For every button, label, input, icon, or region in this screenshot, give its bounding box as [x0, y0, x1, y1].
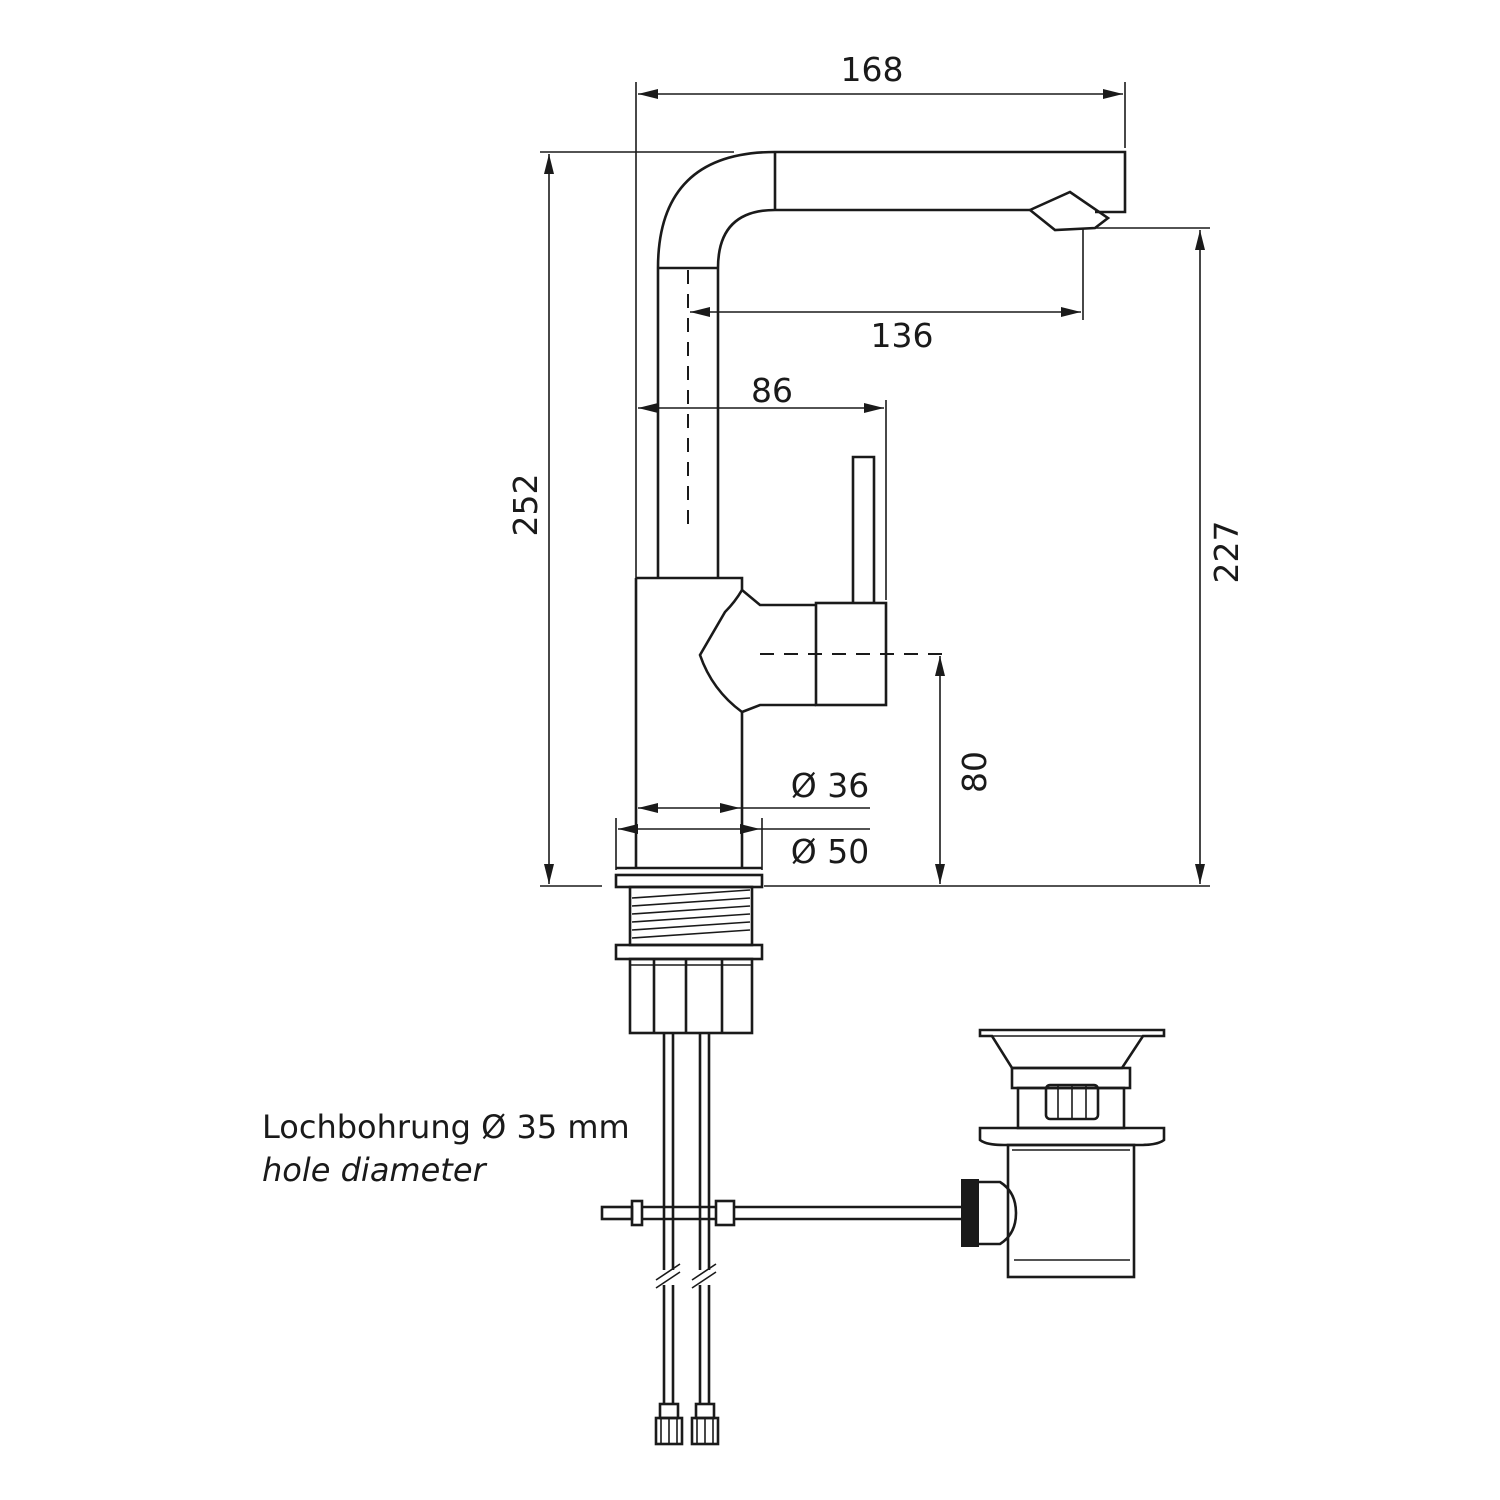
supply-hoses [654, 1033, 720, 1446]
hole-diameter-note: Lochbohrung Ø 35 mm hole diameter [262, 1108, 630, 1189]
popup-rod [600, 1199, 962, 1227]
dimension-227: 227 [764, 227, 1246, 887]
dim-80-label: 80 [955, 751, 994, 793]
dimension-diameter-36: Ø 36 [638, 766, 870, 813]
dimension-86: 86 [638, 371, 887, 600]
drain-waste [961, 1028, 1166, 1279]
dim-227-label: 227 [1207, 521, 1246, 584]
dim-86-label: 86 [751, 371, 793, 410]
hole-diameter-label-en: hole diameter [262, 1151, 488, 1189]
dim-168-label: 168 [841, 50, 904, 89]
dim-252-label: 252 [506, 474, 545, 537]
dimension-diameter-50: Ø 50 [615, 818, 870, 871]
faucet-outline [614, 150, 1127, 889]
dimension-136: 136 [690, 228, 1084, 355]
dim-36-label: Ø 36 [791, 766, 869, 805]
threaded-shank [614, 885, 764, 1035]
dimension-80: 80 [760, 653, 994, 884]
dim-50-label: Ø 50 [791, 832, 869, 871]
hole-diameter-label: Lochbohrung Ø 35 mm [262, 1108, 630, 1146]
dimension-252: 252 [506, 151, 734, 887]
dimension-168: 168 [635, 50, 1126, 578]
dim-136-label: 136 [871, 316, 934, 355]
